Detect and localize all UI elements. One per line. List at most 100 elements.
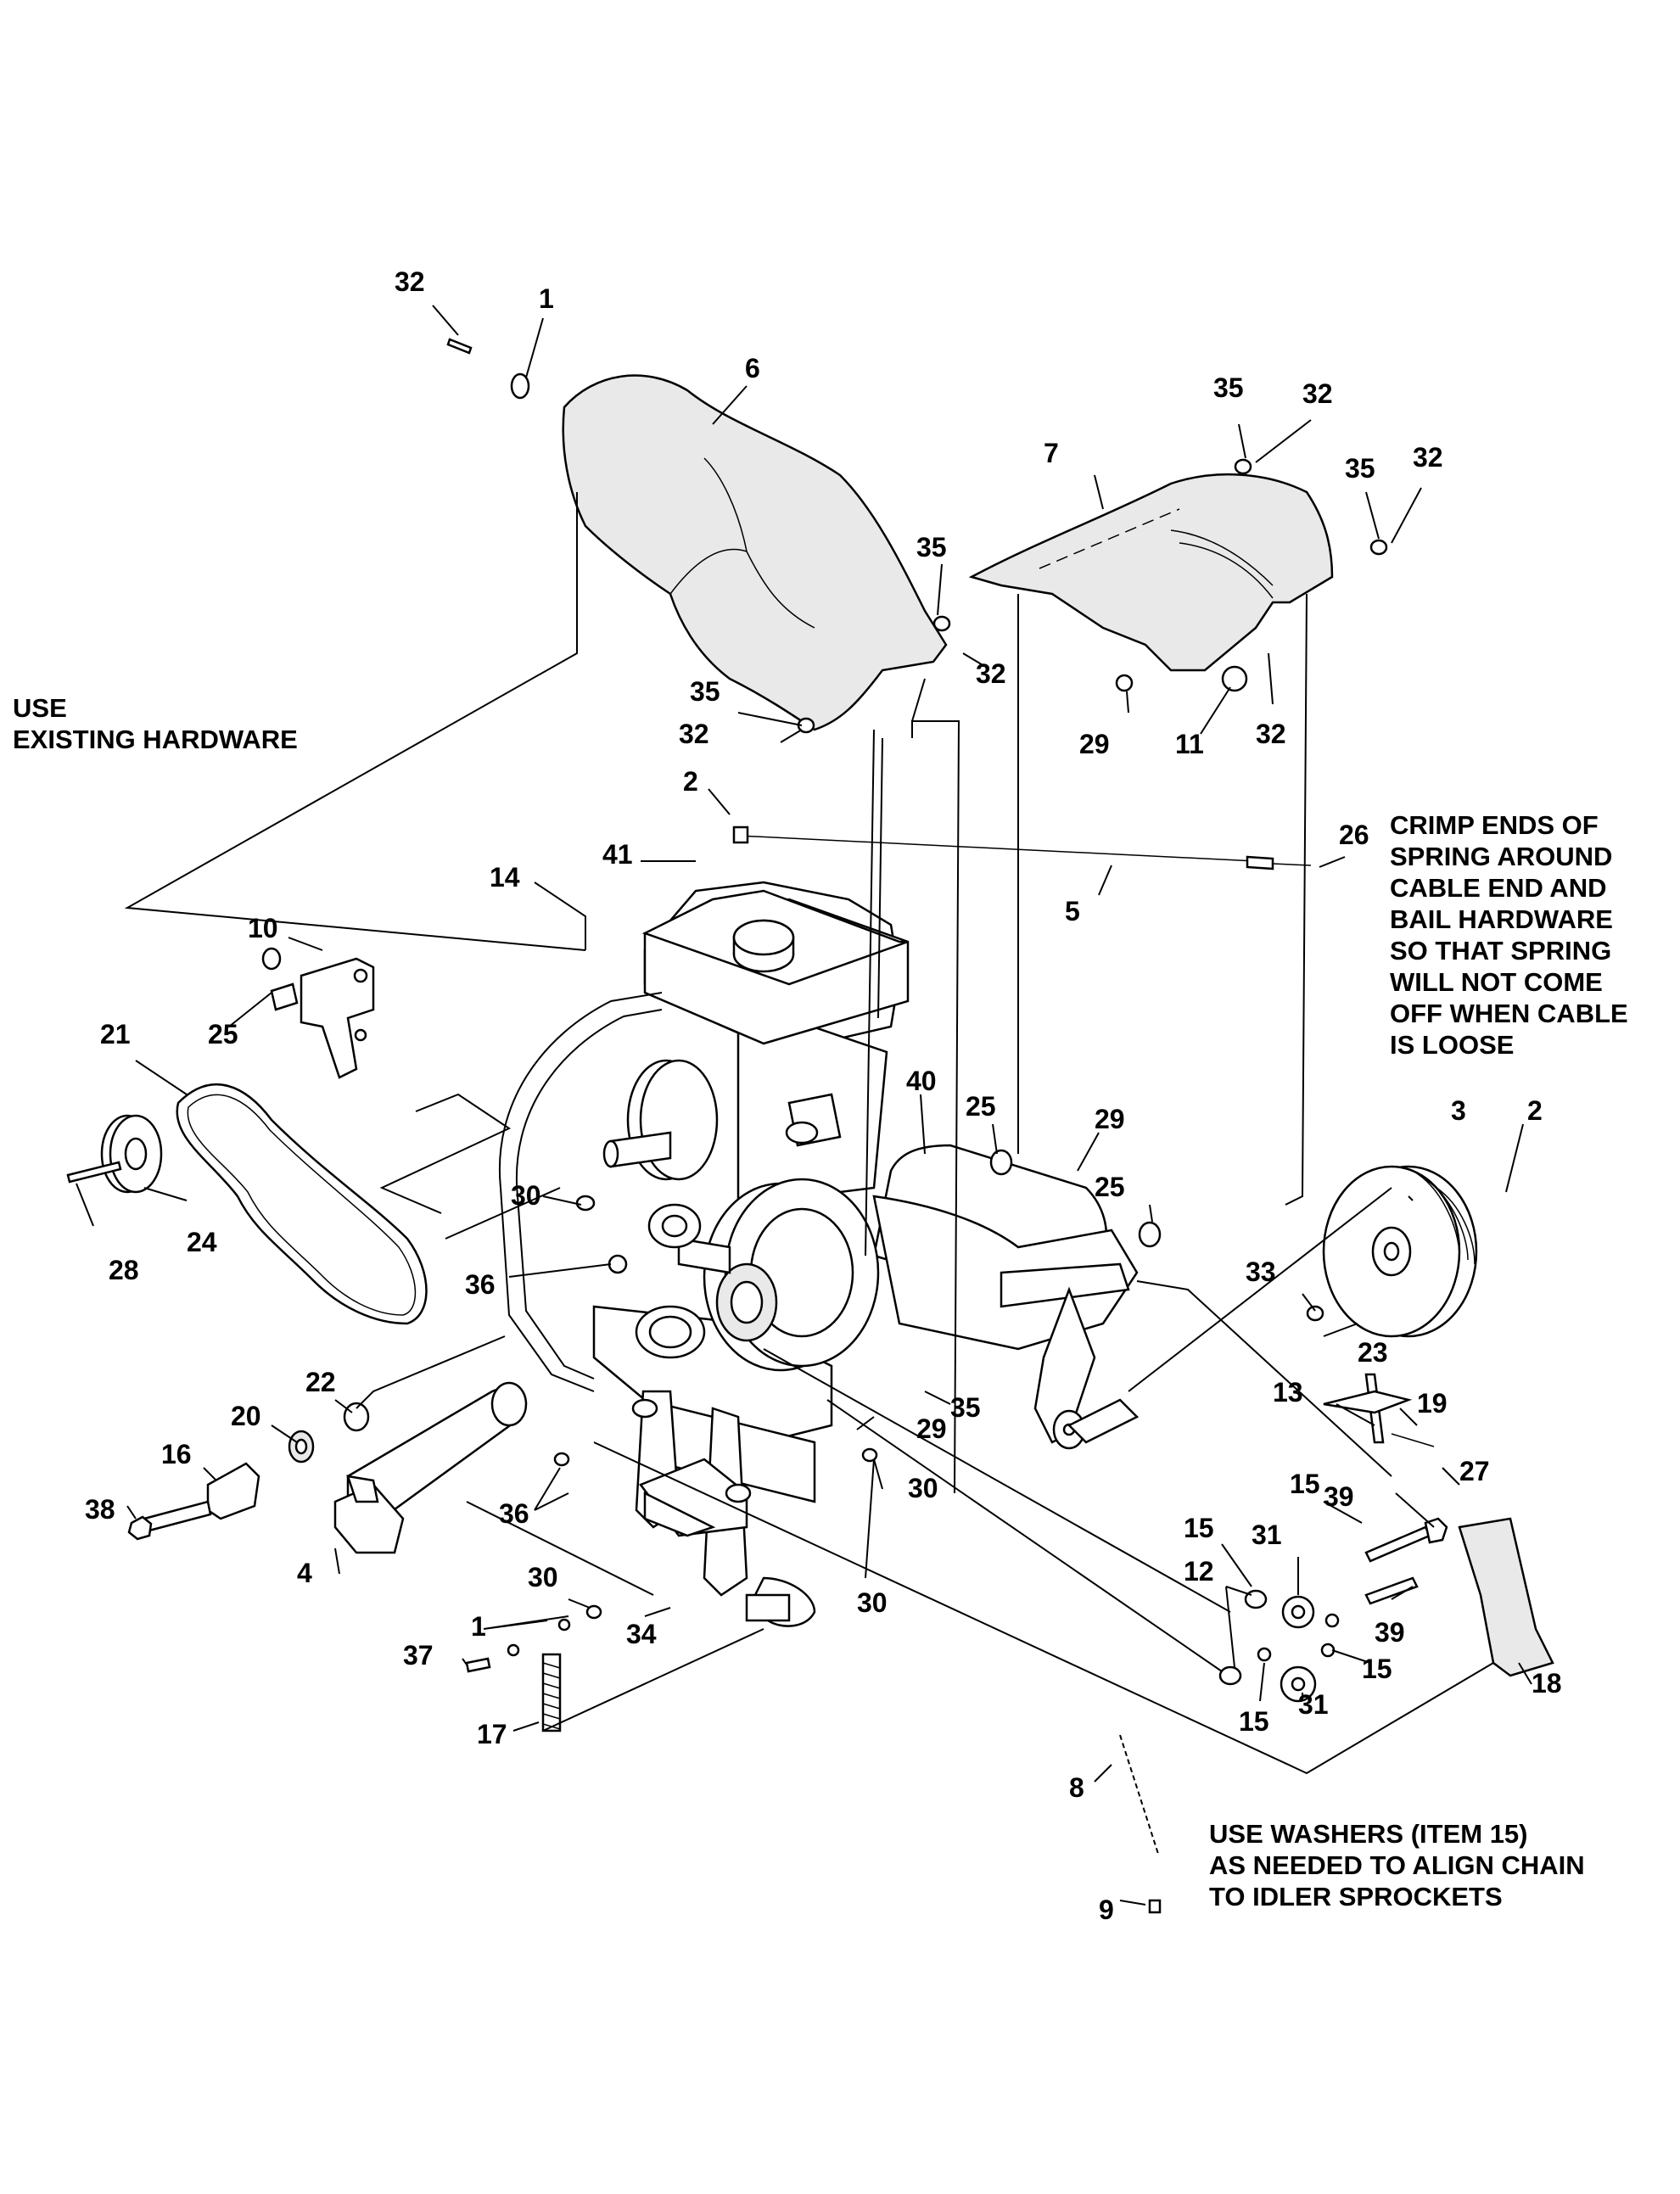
- note-line: SO THAT SPRING: [1390, 936, 1611, 965]
- callout-25: 25: [966, 1091, 996, 1122]
- callout-37: 37: [403, 1640, 434, 1671]
- link-9: [1148, 1899, 1162, 1914]
- callout-31: 31: [1252, 1520, 1282, 1550]
- callout-17: 17: [477, 1719, 507, 1749]
- callout-39: 39: [1375, 1617, 1405, 1648]
- note-crimp: CRIMP ENDS OF SPRING AROUND CABLE END AN…: [1390, 810, 1628, 1060]
- callout-13: 13: [1273, 1377, 1303, 1408]
- callout-34: 34: [626, 1619, 657, 1649]
- callout-1: 1: [471, 1611, 486, 1642]
- callout-30: 30: [511, 1180, 541, 1211]
- callout-22: 22: [305, 1367, 336, 1397]
- callout-24: 24: [187, 1227, 217, 1257]
- callout-4: 4: [297, 1558, 312, 1588]
- callout-19: 19: [1417, 1388, 1448, 1419]
- callout-38: 38: [85, 1494, 115, 1525]
- axle-19: [1323, 1373, 1435, 1447]
- handle-frame: [498, 992, 663, 1392]
- callout-32: 32: [976, 658, 1006, 689]
- callout-8: 8: [1069, 1772, 1084, 1803]
- callout-10: 10: [248, 913, 278, 943]
- callout-1: 1: [539, 283, 554, 314]
- note-line: EXISTING HARDWARE: [13, 725, 298, 754]
- note-line: USE WASHERS (ITEM 15): [1209, 1819, 1528, 1849]
- cable-5: [732, 826, 1312, 870]
- callout-28: 28: [109, 1255, 139, 1285]
- note-line: SPRING AROUND: [1390, 842, 1612, 871]
- callout-9: 9: [1099, 1895, 1114, 1925]
- callout-15: 15: [1290, 1469, 1320, 1499]
- rear-guard-7: [968, 473, 1334, 672]
- belt-cover-6: [562, 374, 948, 731]
- callout-40: 40: [906, 1066, 937, 1096]
- leader-lines: [76, 305, 1532, 1906]
- note-line: OFF WHEN CABLE: [1390, 999, 1628, 1028]
- callout-32: 32: [679, 719, 709, 749]
- callout-23: 23: [1358, 1337, 1388, 1368]
- callout-25: 25: [1095, 1172, 1125, 1202]
- callout-35: 35: [690, 676, 720, 707]
- callout-21: 21: [100, 1019, 131, 1049]
- note-line: CRIMP ENDS OF: [1390, 810, 1599, 840]
- callout-15: 15: [1184, 1513, 1214, 1543]
- callout-25: 25: [208, 1019, 238, 1049]
- main-frame: [592, 1144, 1140, 1503]
- callout-32: 32: [1302, 378, 1333, 409]
- sprockets-31: [1280, 1595, 1317, 1703]
- callout-29: 29: [1079, 729, 1110, 759]
- callout-6: 6: [745, 353, 760, 383]
- callout-7: 7: [1044, 438, 1059, 468]
- note-line: IS LOOSE: [1390, 1030, 1514, 1060]
- note-existing-hardware: USE EXISTING HARDWARE: [13, 693, 298, 754]
- callout-35: 35: [916, 532, 947, 562]
- callout-30: 30: [908, 1473, 938, 1503]
- callout-16: 16: [161, 1439, 192, 1469]
- engine-assembly: [602, 881, 910, 1206]
- callout-35: 35: [1213, 372, 1244, 403]
- callout-35: 35: [1345, 453, 1375, 484]
- note-line: USE: [13, 693, 67, 723]
- hardware: [261, 338, 1388, 1686]
- belt-21: [176, 1083, 428, 1325]
- callout-29: 29: [916, 1413, 947, 1444]
- note-line: AS NEEDED TO ALIGN CHAIN: [1209, 1850, 1585, 1880]
- tube-4: [333, 1381, 528, 1554]
- callout-36: 36: [499, 1498, 529, 1529]
- chain-8: [1119, 1734, 1159, 1855]
- callout-36: 36: [465, 1269, 496, 1300]
- callout-12: 12: [1184, 1556, 1214, 1587]
- note-line: WILL NOT COME: [1390, 967, 1603, 997]
- callout-3: 3: [1451, 1095, 1466, 1126]
- note-line: BAIL HARDWARE: [1390, 904, 1613, 934]
- note-line: CABLE END AND: [1390, 873, 1606, 903]
- callout-41: 41: [602, 839, 633, 870]
- callout-32: 32: [1256, 719, 1286, 749]
- callout-2: 2: [683, 766, 698, 797]
- wheel-3: [1322, 1165, 1478, 1338]
- callout-5: 5: [1065, 896, 1080, 926]
- callout-30: 30: [857, 1587, 888, 1618]
- callout-20: 20: [231, 1401, 261, 1431]
- callout-33: 33: [1246, 1257, 1276, 1287]
- callout-27: 27: [1459, 1456, 1490, 1486]
- callout-15: 15: [1362, 1654, 1392, 1684]
- callout-26: 26: [1339, 820, 1369, 850]
- coupler-16: [127, 1462, 260, 1541]
- callout-29: 29: [1095, 1104, 1125, 1134]
- pulley-24: [66, 1114, 163, 1194]
- callouts: 32 1 6 35 32 7 35 32 35 32 35 32 29 11 3…: [85, 266, 1562, 1925]
- bearing-20-22: [288, 1402, 370, 1464]
- callout-35: 35: [950, 1392, 981, 1423]
- shield-18: [1458, 1517, 1554, 1677]
- callout-11: 11: [1175, 729, 1204, 759]
- drive-pulley: [635, 1178, 880, 1372]
- callout-32: 32: [1413, 442, 1443, 473]
- note-washers: USE WASHERS (ITEM 15) AS NEEDED TO ALIGN…: [1209, 1819, 1585, 1911]
- callout-39: 39: [1324, 1481, 1354, 1512]
- callout-14: 14: [490, 862, 520, 893]
- bracket-10: [270, 957, 375, 1079]
- callout-15: 15: [1239, 1706, 1269, 1737]
- callout-31: 31: [1298, 1689, 1329, 1720]
